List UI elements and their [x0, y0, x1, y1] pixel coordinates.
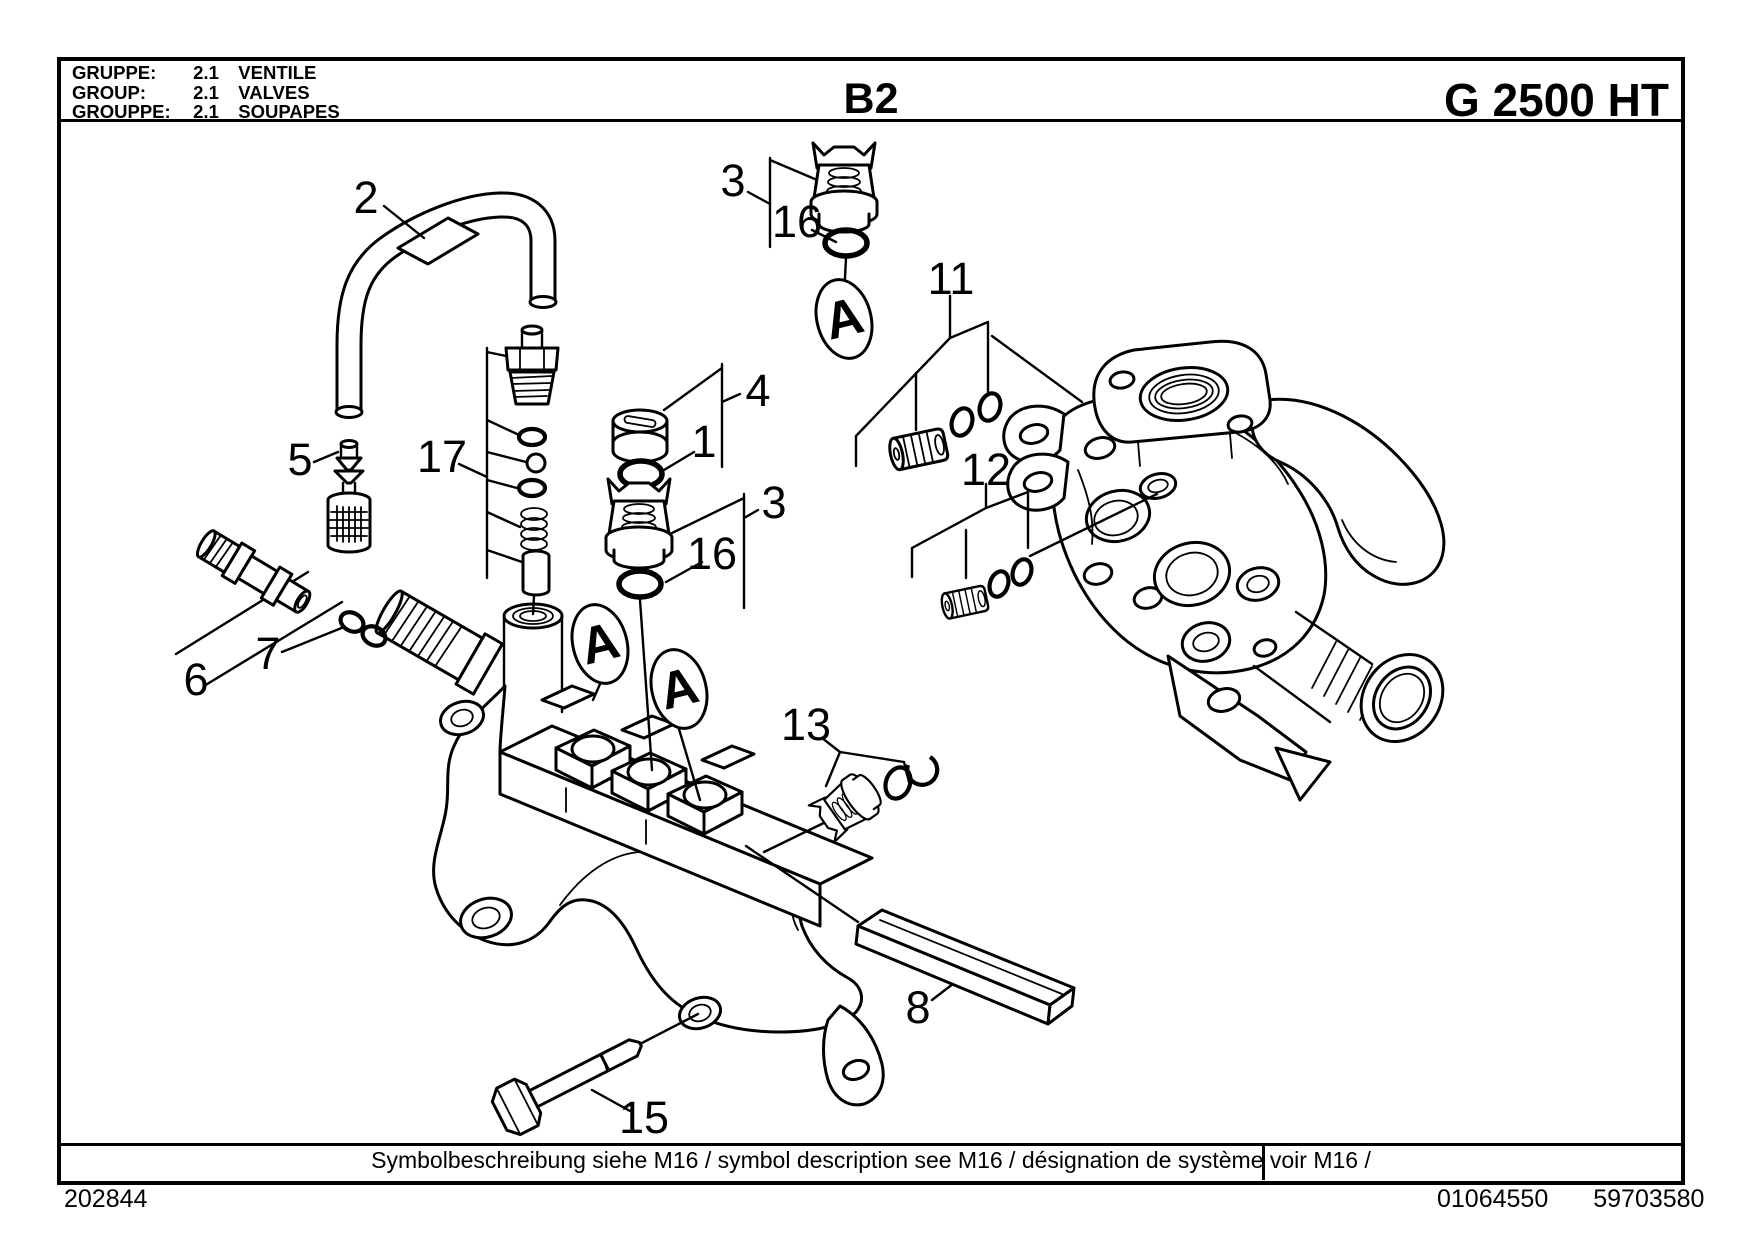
callout-labels: 2 3 16 11 4 1 17 5 3 16 12 7 6 13 8 15 [183, 155, 1011, 1143]
group-code-fr: 2.1 [193, 101, 219, 122]
header-rule [57, 119, 1685, 122]
casting-right-arm [1250, 397, 1446, 586]
group-name-en: VALVES [238, 81, 310, 103]
group-code-de: 2.1 [193, 62, 219, 83]
group-label-de: GRUPPE: [72, 62, 157, 83]
group-name-fr: SOUPAPES [238, 101, 340, 122]
symbol-description-note: Symbolbeschreibung siehe M16 / symbol de… [371, 1147, 1371, 1173]
callout-5: 5 [287, 434, 312, 485]
header-row-fr: GROUPPE: 2.1 SOUPAPES [72, 102, 340, 122]
manifold-threaded-stub [374, 589, 504, 696]
part-2-hose [334, 191, 558, 419]
footer-cell-divider [1262, 1146, 1265, 1180]
callout-11: 11 [928, 253, 975, 304]
callout-2: 2 [353, 172, 378, 223]
header-group-block: GRUPPE: 2.1 VENTILE GROUP: 2.1 VALVES GR… [72, 63, 340, 122]
callout-3-top: 3 [720, 155, 745, 206]
document-number: 202844 [64, 1185, 148, 1213]
marker-leader-lines [591, 682, 702, 802]
part-5-filter-nipple [312, 439, 372, 554]
group-name-de: VENTILE [238, 62, 317, 83]
part-6-7-coupling [174, 529, 388, 688]
part-4-plug [611, 362, 742, 472]
part-17-valve-stack [457, 324, 560, 616]
header-row-en: GROUP: 2.1 VALVES [72, 81, 340, 103]
page-border [57, 57, 1685, 1185]
hose-label-marker [396, 216, 480, 266]
group-label-fr: GROUPPE: [72, 101, 171, 122]
group-code-en: 2.1 [193, 81, 219, 103]
part-15-hex-bolt [490, 1012, 700, 1137]
callout-12: 12 [961, 444, 1011, 495]
spring [520, 507, 548, 551]
model-code: G 2500 HT [1444, 74, 1669, 126]
callout-3-mid: 3 [761, 477, 786, 528]
callout-16-mid: 16 [687, 528, 737, 579]
order-number: 01064550 [1437, 1185, 1549, 1213]
callout-17: 17 [417, 431, 467, 482]
callout-7: 7 [255, 628, 280, 679]
casting-outlet-pipe [1252, 610, 1445, 744]
part-16-o-ring-top [822, 227, 870, 259]
part-11-plug-and-orings [854, 294, 1084, 473]
part-8-cover-strip [744, 844, 1076, 1026]
section-marker-a-2: A [570, 603, 630, 685]
callout-1: 1 [691, 416, 716, 467]
piston-pin [521, 549, 551, 597]
callout-16-top: 16 [772, 196, 822, 247]
part-3-valve-cartridge-mid [604, 477, 760, 772]
part-13-valve-and-rings [762, 736, 940, 854]
screw-fitting [504, 324, 560, 406]
material-number: 59703580 [1593, 1185, 1705, 1213]
pump-head-casting [1002, 339, 1446, 802]
group-label-en: GROUP: [72, 81, 146, 103]
section-marker-a-1: A [814, 278, 874, 360]
callout-15: 15 [619, 1092, 669, 1143]
snap-ring [905, 755, 940, 787]
footer-rule [57, 1143, 1685, 1146]
reference-numbers: 01064550 59703580 [1437, 1185, 1704, 1214]
part-16-o-ring-mid [616, 568, 664, 600]
callout-6: 6 [183, 654, 208, 705]
callout-8: 8 [905, 982, 930, 1033]
manifold-rear-foot [822, 1004, 885, 1107]
part-12-plug-and-orings [910, 482, 1159, 621]
section-marker-a-3: A [649, 648, 709, 730]
callout-4: 4 [745, 365, 770, 416]
callout-13: 13 [781, 699, 831, 750]
sheet-code: B2 [843, 75, 899, 123]
header-row-de: GRUPPE: 2.1 VENTILE [72, 63, 340, 83]
